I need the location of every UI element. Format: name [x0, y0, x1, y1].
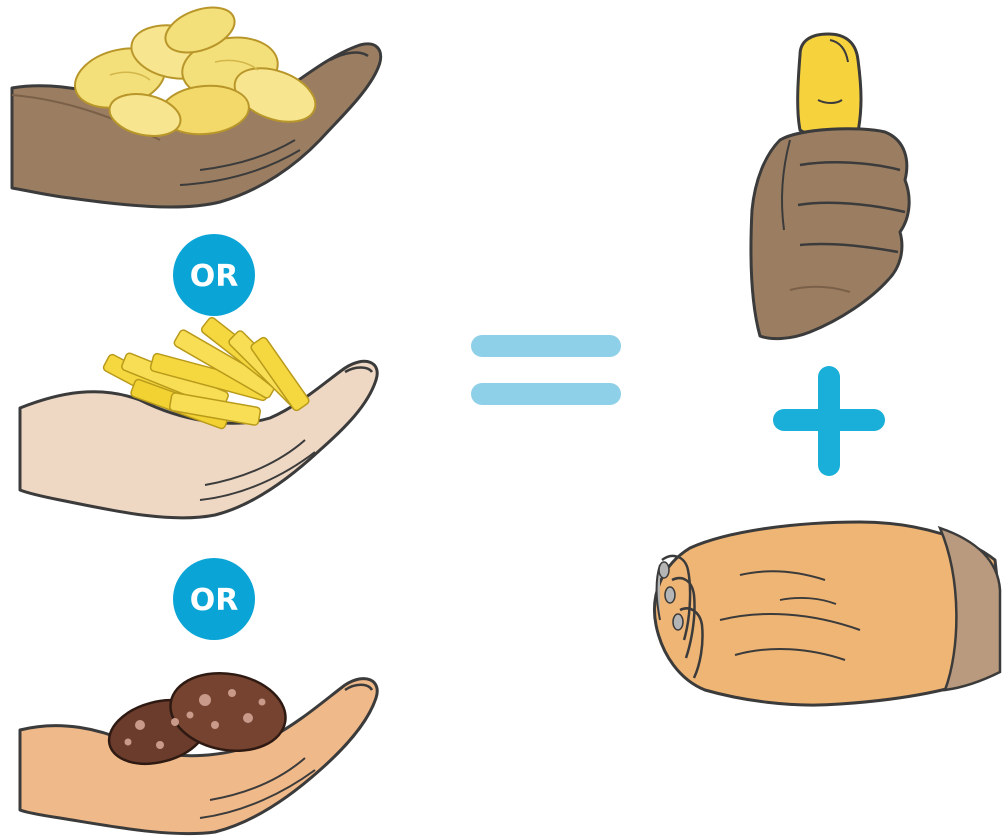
or-badge-2: OR: [173, 558, 255, 640]
or-badge-1: OR: [173, 234, 255, 316]
or-label-1: OR: [190, 259, 239, 294]
plus-sign-icon: [773, 366, 885, 476]
hand-holding-cookies-icon: [20, 665, 377, 834]
cupped-hand-icon: [654, 522, 1000, 705]
equals-sign-icon: [471, 335, 621, 405]
thumbs-up-icon: [751, 34, 909, 339]
or-label-2: OR: [190, 583, 239, 618]
hand-holding-fries-icon: [20, 316, 377, 518]
hand-holding-chips-icon: [12, 0, 381, 207]
